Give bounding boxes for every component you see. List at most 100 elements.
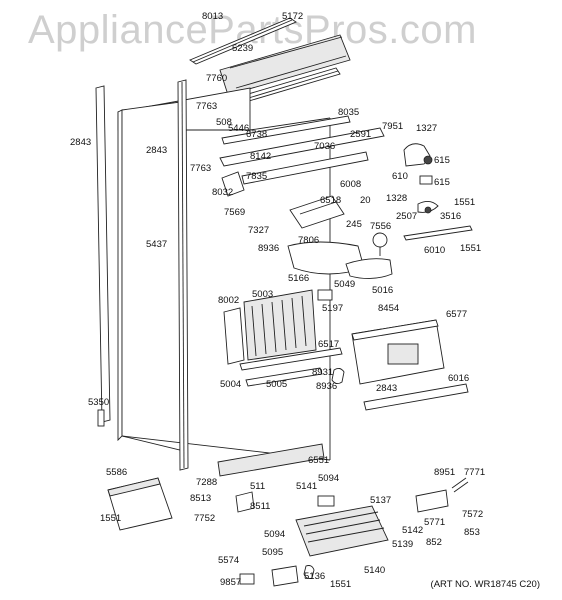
label-8035: 8035 [338,107,360,118]
label-610: 610 [392,171,408,182]
label-7763-mid: 7763 [190,163,212,174]
drain-pan-5049 [287,241,393,279]
label-7288: 7288 [196,477,218,488]
label-7771: 7771 [464,467,486,478]
label-7569: 7569 [224,207,246,218]
fan-blade-3516 [417,201,439,214]
label-20: 20 [360,195,371,206]
front-stile-5437 [177,79,189,471]
label-6008: 6008 [340,179,362,190]
label-5574: 5574 [218,555,240,566]
watermark: AppliancePartsPros.com [28,8,477,52]
label-3516: 3516 [440,211,462,222]
label-6010: 6010 [424,245,446,256]
label-5095: 5095 [262,547,284,558]
label-8951: 8951 [434,467,456,478]
part-7572 [415,489,449,513]
art-number: (ART NO. WR18745 C20) [430,579,540,590]
bracket-6008 [241,151,369,185]
label-6738: 6738 [246,129,268,140]
rail-6016 [363,383,469,411]
label-5005: 5005 [266,379,288,390]
motor-bracket-1327 [403,143,433,185]
label-5140: 5140 [364,565,386,576]
label-7572: 7572 [462,509,484,520]
label-615-bottom: 615 [434,177,450,188]
label-852: 852 [426,537,442,548]
cabinet-5437 [117,87,331,461]
label-6016: 6016 [448,373,470,384]
label-5771: 5771 [424,517,446,528]
label-7752: 7752 [194,513,216,524]
label-1327: 1327 [416,123,438,134]
label-2507: 2507 [396,211,418,222]
bracket-5095 [271,565,299,587]
label-5094-top: 5094 [318,473,340,484]
label-7806: 7806 [298,235,320,246]
label-8002: 8002 [218,295,240,306]
bracket-8002 [223,307,245,365]
part-8931 [331,367,345,385]
label-511: 511 [250,481,266,492]
label-5586: 5586 [106,467,128,478]
label-1551-right-mid: 1551 [460,243,482,254]
grille-5239 [219,34,351,96]
label-245: 245 [346,219,362,230]
label-2591: 2591 [350,129,372,140]
label-5016: 5016 [372,285,394,296]
clip-5197 [317,289,333,301]
label-6517: 6517 [318,339,340,350]
rod-6010 [403,225,473,241]
label-6551: 6551 [308,455,330,466]
bracket-8032 [221,171,245,197]
label-7036: 7036 [314,141,336,152]
condenser-5003 [243,289,317,361]
part-9857 [239,573,255,585]
label-5239: 5239 [232,43,254,54]
label-1551-left: 1551 [100,513,122,524]
label-8936-bottom: 8936 [316,381,338,392]
label-8511: 8511 [250,501,271,512]
label-508: 508 [216,117,232,128]
label-5136: 5136 [304,571,326,582]
side-trim-2843 [95,85,111,423]
label-8936-top: 8936 [258,243,280,254]
label-5350: 5350 [88,397,110,408]
label-7835: 7835 [246,171,268,182]
label-5197: 5197 [322,303,344,314]
knob-7556 [372,232,388,256]
label-5137: 5137 [370,495,392,506]
top-trim-5172 [189,17,297,65]
label-1551-bottom: 1551 [330,579,352,590]
label-5139: 5139 [392,539,414,550]
box-5586 [107,477,173,531]
rail-6738 [221,115,351,145]
part-5136 [303,565,315,579]
label-5166: 5166 [288,273,310,284]
block-5094 [317,495,335,507]
label-2843-left: 2843 [70,137,92,148]
heater-5140 [295,505,389,557]
label-8454: 8454 [378,303,400,314]
label-1328: 1328 [386,193,408,204]
cabinet-right-wall [249,117,331,460]
label-2843-right: 2843 [376,383,398,394]
rail-6517 [239,347,343,371]
label-7556: 7556 [370,221,392,232]
label-1551-right-top: 1551 [454,197,476,208]
label-7951: 7951 [382,121,404,132]
label-5142: 5142 [402,525,424,536]
label-5446: 5446 [228,123,250,134]
label-9857: 9857 [220,577,242,588]
label-8142: 8142 [250,151,272,162]
label-5004: 5004 [220,379,242,390]
housing-245 [289,195,345,229]
base-5005 [245,367,323,387]
label-8013: 8013 [202,11,224,22]
label-853: 853 [464,527,480,538]
label-5141: 5141 [296,481,318,492]
label-615-top: 615 [434,155,450,166]
label-5049: 5049 [334,279,356,290]
rail-7036 [219,127,385,167]
